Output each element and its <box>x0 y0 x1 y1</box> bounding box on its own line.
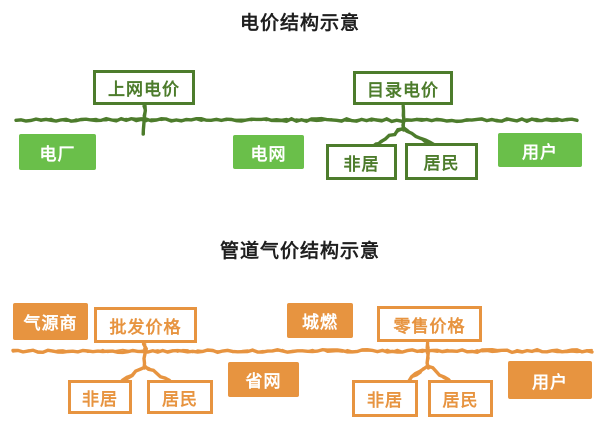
gas-title: 管道气价结构示意 <box>219 241 380 262</box>
retail-price-box: 零售价格 <box>377 306 482 342</box>
gas-resident-right-box: 居民 <box>428 380 493 417</box>
power-plant-box: 电厂 <box>19 134 96 170</box>
gas-supplier-box: 气源商 <box>13 303 88 340</box>
gas-non-resident-right-box: 非居 <box>352 380 418 417</box>
catalog-price-box: 目录电价 <box>353 71 453 105</box>
gas-resident-left-box: 居民 <box>147 380 213 414</box>
wholesale-price-box: 批发价格 <box>94 307 197 343</box>
grid-price-box: 上网电价 <box>93 70 195 105</box>
elec-non-resident-box: 非居 <box>326 144 397 180</box>
grid-box: 电网 <box>233 135 304 169</box>
city-gas-box: 城燃 <box>287 303 353 338</box>
provincial-grid-box: 省网 <box>228 362 299 397</box>
elec-resident-box: 居民 <box>405 143 478 180</box>
gas-user-box: 用户 <box>508 361 592 399</box>
elec-user-box: 用户 <box>498 133 582 167</box>
electricity-title: 电价结构示意 <box>239 13 360 34</box>
gas-non-resident-left-box: 非居 <box>68 380 132 414</box>
